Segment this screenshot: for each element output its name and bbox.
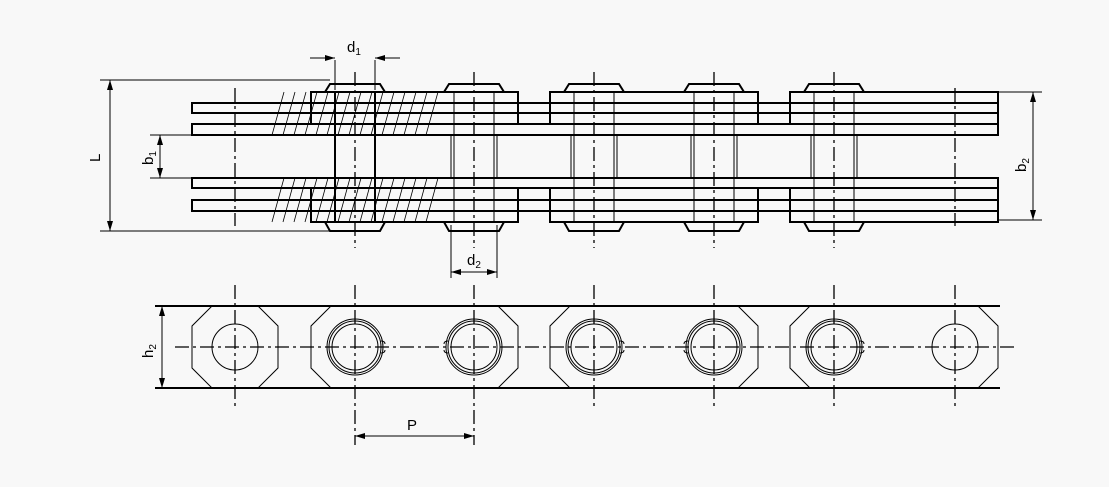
section-hatch [293,177,307,223]
section-hatch [326,91,340,136]
section-hatch [414,91,428,136]
section-hatch [359,177,373,223]
section-hatch [326,177,340,223]
section-hatch [304,177,318,223]
dim-label-h2: h2 [140,344,159,358]
outer-plate-top [789,91,999,125]
dim-label-l: L [87,154,104,162]
section-hatch [293,91,307,136]
clip-ear [859,340,865,354]
section-hatch [403,91,417,136]
section-hatch [403,177,417,223]
clip-ear [443,340,449,354]
section-hatch [392,177,406,223]
section-hatch [392,91,406,136]
dim-label-d1: d1 [347,39,361,58]
section-hatch [304,91,318,136]
section-hatch [271,91,285,136]
section-hatch [370,177,384,223]
section-hatch [414,177,428,223]
outer-plate-bottom [549,187,759,223]
link-plate [549,305,759,389]
clip-ear [619,340,625,354]
labels: d1 d2 P L b1 b2 h2 [87,39,1032,434]
dim-label-d2: d2 [467,252,481,271]
section-hatch [282,177,296,223]
section-hatch [348,91,362,136]
section-hatch [425,91,439,136]
section-hatch [359,91,373,136]
top-section-view [191,72,999,248]
dim-label-b2: b2 [1013,158,1032,172]
outer-plate-bottom [789,187,999,223]
link-plate [789,305,999,389]
clip-ear [683,340,689,354]
inner-plate-strip [191,177,999,189]
section-hatch [337,177,351,223]
section-hatch [271,177,285,223]
section-hatch [425,177,439,223]
outer-plate-top [310,91,519,125]
section-hatch [337,91,351,136]
end-plate-left [191,305,279,389]
section-hatch [381,91,395,136]
section-hatch [381,177,395,223]
section-hatch [315,91,329,136]
dim-label-p: P [407,417,417,434]
side-view [155,285,1015,445]
inner-plate-strip [191,123,999,136]
inner-plate-strip [191,199,999,212]
dimension-lines [100,55,1042,439]
outer-plate-top [549,91,759,125]
outer-plate-bottom [310,187,519,223]
section-hatch [370,91,384,136]
link-plate [310,305,519,389]
section-hatch [282,91,296,136]
dim-label-b1: b1 [140,151,159,165]
clip-ear [380,340,386,354]
section-hatch [315,177,329,223]
